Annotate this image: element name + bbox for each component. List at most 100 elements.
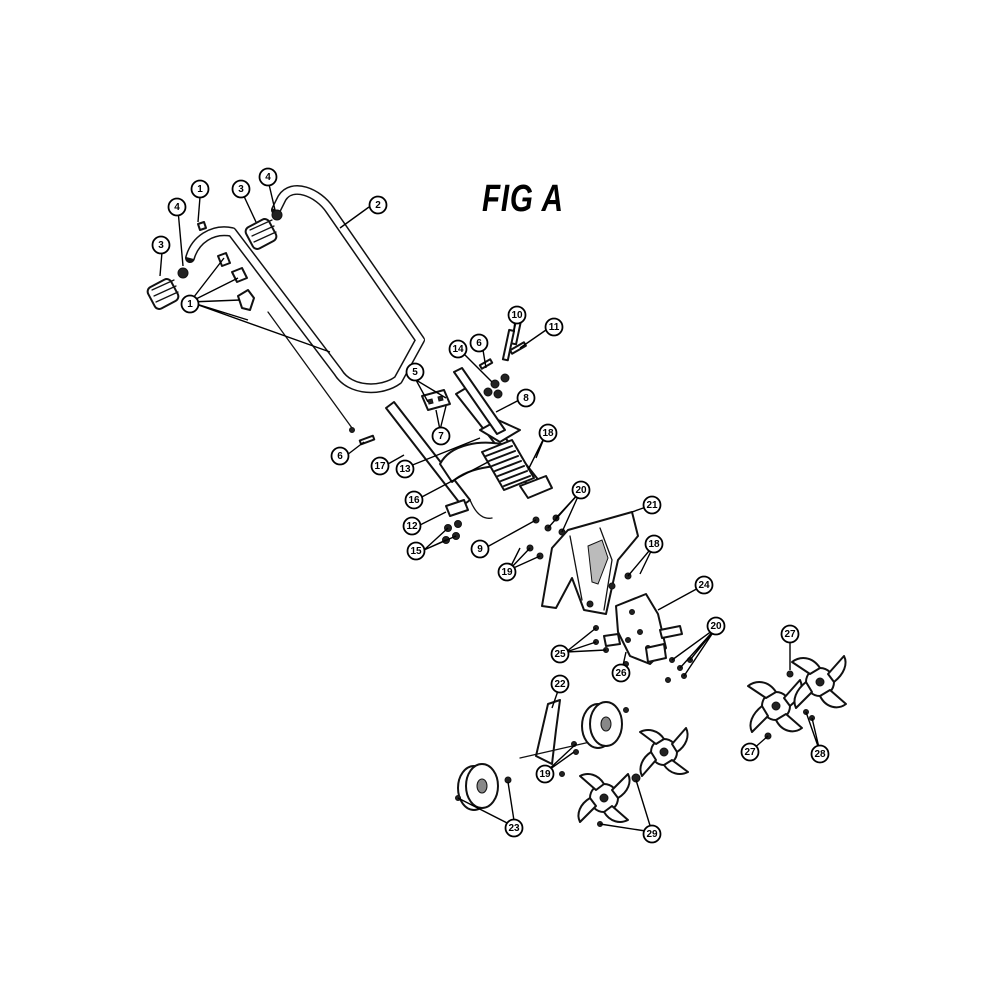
callout-label: 10 (511, 310, 523, 321)
callout-circle (231, 179, 251, 199)
callout-circle (431, 426, 451, 446)
callout-label: 24 (698, 580, 710, 591)
callout-label: 4 (265, 172, 271, 183)
callout-19: 19 (497, 562, 517, 582)
callout-1: 1 (190, 179, 210, 199)
callout-label: 12 (406, 521, 418, 532)
tine-set-front-right (639, 727, 689, 777)
callout-circle (258, 167, 278, 187)
callout-label: 26 (615, 668, 627, 679)
callout-18: 18 (538, 423, 558, 443)
callout-11: 11 (544, 317, 564, 337)
callout-14: 14 (448, 339, 468, 359)
callout-6: 6 (469, 333, 489, 353)
throttle-control-parts (197, 221, 355, 433)
callout-label: 7 (438, 431, 444, 442)
callout-10: 10 (507, 305, 527, 325)
callout-label: 3 (238, 184, 244, 195)
callout-3: 3 (231, 179, 251, 199)
callout-3: 3 (151, 235, 171, 255)
callout-circle (642, 495, 662, 515)
callout-6: 6 (330, 446, 350, 466)
wheel-upper (581, 701, 629, 749)
callout-9: 9 (470, 539, 490, 559)
callout-label: 28 (814, 749, 826, 760)
callout-2: 2 (368, 195, 388, 215)
callout-23: 23 (504, 818, 524, 838)
callout-circle (694, 575, 714, 595)
tension-spring (481, 439, 535, 491)
figure-title: FIG A (482, 178, 564, 220)
callout-label: 8 (523, 393, 529, 404)
tine-set-rear-left (747, 679, 803, 740)
callout-circle (406, 541, 426, 561)
callout-label: 9 (477, 544, 483, 555)
callout-25: 25 (550, 644, 570, 664)
callout-circle (404, 490, 424, 510)
callout-27: 27 (740, 742, 760, 762)
callout-circle (370, 456, 390, 476)
callout-circle (507, 305, 527, 325)
callout-circle (368, 195, 388, 215)
callout-label: 1 (197, 184, 203, 195)
callout-13: 13 (395, 459, 415, 479)
callout-label: 11 (549, 322, 560, 333)
callout-16: 16 (404, 490, 424, 510)
callout-label: 16 (408, 495, 420, 506)
clamp-and-nuts (442, 499, 566, 560)
callout-label: 13 (399, 464, 411, 475)
callout-circle (180, 294, 200, 314)
callout-circle (405, 362, 425, 382)
callout-label: 17 (374, 461, 386, 472)
callout-label: 14 (452, 344, 464, 355)
callout-label: 4 (174, 202, 180, 213)
callout-circle (504, 818, 524, 838)
callout-28: 28 (810, 744, 830, 764)
callout-27: 27 (780, 624, 800, 644)
callout-label: 6 (476, 338, 482, 349)
callout-label: 15 (410, 546, 422, 557)
callout-circle (151, 235, 171, 255)
callout-label: 18 (648, 539, 660, 550)
callout-26: 26 (611, 663, 631, 683)
callout-label: 1 (187, 299, 193, 310)
callout-label: 23 (508, 823, 520, 834)
callout-4: 4 (258, 167, 278, 187)
callout-circle (740, 742, 760, 762)
callout-12: 12 (402, 516, 422, 536)
callout-label: 3 (158, 240, 164, 251)
callout-24: 24 (694, 575, 714, 595)
handlebar (185, 185, 425, 394)
callout-label: 2 (375, 200, 381, 211)
callout-label: 29 (646, 829, 658, 840)
callout-label: 5 (412, 367, 418, 378)
callout-label: 6 (337, 451, 343, 462)
callout-numbers: 1123344566789101112131415161718181919202… (151, 167, 830, 844)
callout-circle (470, 539, 490, 559)
callout-circle (611, 663, 631, 683)
callout-22: 22 (550, 674, 570, 694)
callout-label: 25 (554, 649, 566, 660)
callout-5: 5 (405, 362, 425, 382)
callout-8: 8 (516, 388, 536, 408)
callout-20: 20 (571, 480, 591, 500)
callout-circle (538, 423, 558, 443)
callout-18: 18 (644, 534, 664, 554)
handle-grip-right (244, 218, 278, 250)
tine-set-rear-right (786, 655, 847, 721)
callout-circle (535, 764, 555, 784)
callout-circle (167, 197, 187, 217)
callout-label: 20 (710, 621, 722, 632)
mounting-bracket (421, 389, 451, 411)
callout-label: 27 (744, 747, 756, 758)
callout-label: 20 (575, 485, 587, 496)
callout-circle (642, 824, 662, 844)
grip-cap-right (271, 209, 283, 221)
callout-19: 19 (535, 764, 555, 784)
callout-circle (330, 446, 350, 466)
grip-cap-left (177, 267, 189, 279)
callout-circle (448, 339, 468, 359)
callout-4: 4 (167, 197, 187, 217)
callout-20: 20 (706, 616, 726, 636)
